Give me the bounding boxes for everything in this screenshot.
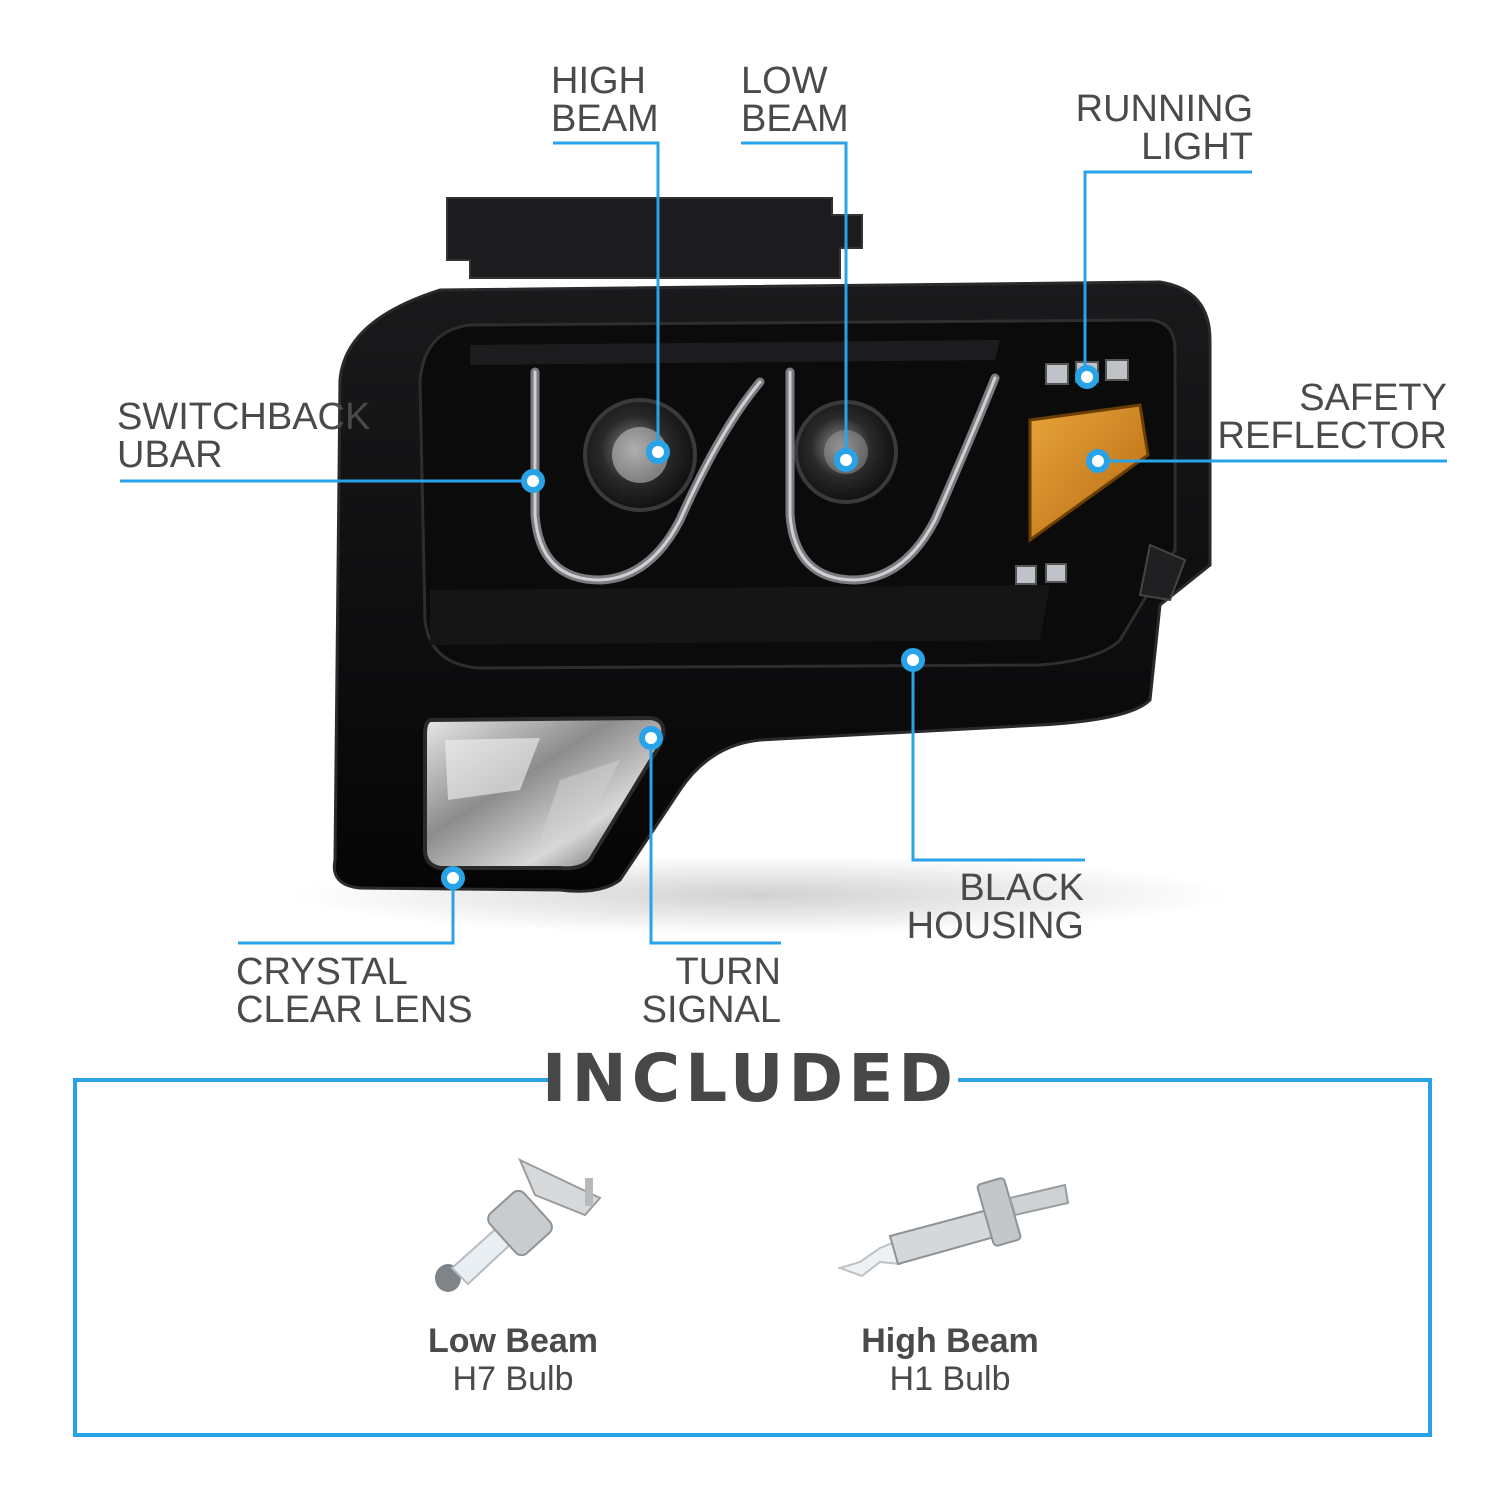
dot-turn-signal	[639, 726, 663, 750]
included-item-bulb: H7 Bulb	[452, 1360, 574, 1398]
label-switchback-ubar: SWITCHBACK UBAR	[117, 396, 371, 476]
included-item-bulb: H1 Bulb	[889, 1360, 1011, 1398]
dot-crystal-clear-lens	[441, 866, 465, 890]
label-running-light: RUNNING LIGHT	[1075, 88, 1253, 168]
included-box-border	[73, 1078, 1432, 1437]
mounting-bracket	[446, 197, 863, 279]
label-crystal-clear-lens: CRYSTAL CLEAR LENS	[236, 951, 473, 1031]
included-title: INCLUDED	[541, 1040, 959, 1117]
callout-lines	[120, 141, 1447, 945]
included-item-name: High Beam	[861, 1322, 1039, 1360]
included-item-low-beam: Low Beam H7 Bulb	[363, 1322, 663, 1398]
amber-safety-reflector	[1028, 403, 1150, 543]
lower-ridge	[430, 585, 1050, 645]
label-black-housing: BLACK HOUSING	[906, 867, 1084, 947]
upper-ridge	[470, 340, 1000, 365]
label-high-beam: HIGH BEAM	[551, 60, 659, 140]
side-connector	[1138, 543, 1187, 602]
included-item-high-beam: High Beam H1 Bulb	[800, 1322, 1100, 1398]
included-item-name: Low Beam	[427, 1322, 599, 1360]
dot-black-housing	[901, 648, 925, 672]
dot-safety-reflector	[1086, 449, 1110, 473]
dot-switchback-ubar	[521, 469, 545, 493]
callout-dots	[441, 365, 1110, 890]
dot-low-beam	[834, 448, 858, 472]
dot-running-light	[1075, 365, 1099, 389]
h7-bulb-icon	[435, 1157, 602, 1292]
dot-high-beam	[646, 440, 670, 464]
h1-bulb-icon	[836, 1177, 1070, 1278]
label-safety-reflector: SAFETY REFLECTOR	[1217, 377, 1447, 457]
label-low-beam: LOW BEAM	[741, 60, 849, 140]
label-turn-signal: TURN SIGNAL	[641, 951, 781, 1031]
